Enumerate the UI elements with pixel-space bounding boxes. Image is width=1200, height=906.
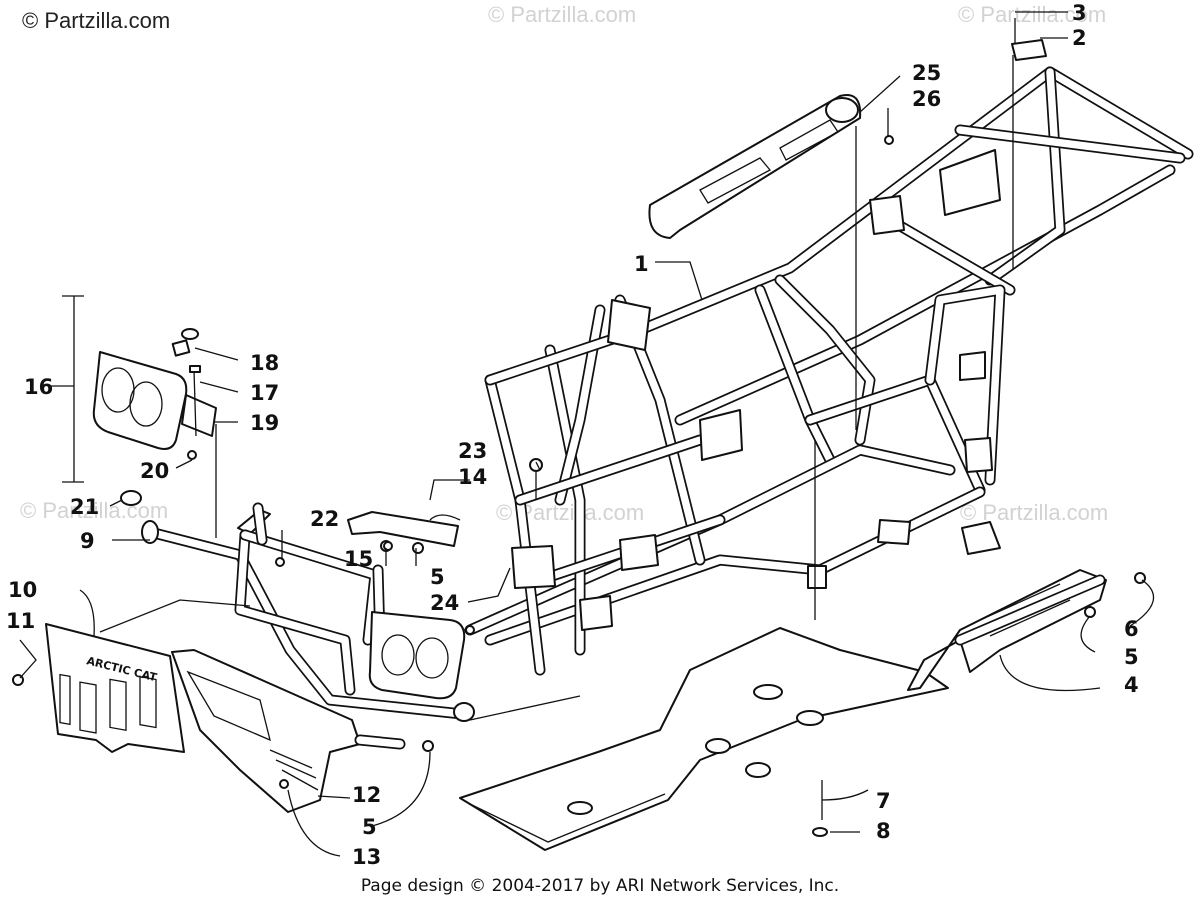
- bolt-17: [189, 365, 201, 437]
- callout-2: 2: [1072, 26, 1087, 50]
- callout-21: 21: [70, 495, 99, 519]
- callout-18: 18: [250, 351, 279, 375]
- center-bracket: [347, 458, 543, 554]
- watermark-faint-right: © Partzilla.com: [960, 500, 1109, 525]
- callout-8: 8: [876, 819, 891, 843]
- clip-8: [812, 827, 828, 837]
- pivot-18: [171, 328, 199, 357]
- top-bracket: [1011, 18, 1047, 61]
- watermark-faint-top: © Partzilla.com: [488, 2, 637, 27]
- callout-15: 15: [344, 547, 373, 571]
- callout-16: 16: [24, 375, 53, 399]
- callout-1: 1: [634, 252, 649, 276]
- callout-4: 4: [1124, 673, 1139, 697]
- callout-23: 23: [458, 439, 487, 463]
- callout-26: 26: [912, 87, 941, 111]
- callout-17: 17: [250, 381, 279, 405]
- leader-lines: [19, 11, 1155, 857]
- front-headlight: [368, 611, 475, 700]
- callout-3: 3: [1072, 1, 1087, 25]
- lower-front-bracket: [171, 649, 406, 813]
- callout-19: 19: [250, 411, 279, 435]
- callout-22: 22: [310, 507, 339, 531]
- callout-5-center: 5: [430, 565, 445, 589]
- footrest: [907, 521, 1146, 691]
- watermark-faint-top-right: © Partzilla.com: [958, 2, 1107, 27]
- callout-5-right: 5: [1124, 645, 1139, 669]
- nut-22: [275, 557, 285, 567]
- page-footer: Page design © 2004-2017 by ARI Network S…: [360, 876, 840, 896]
- headlight-assembly: [92, 351, 217, 450]
- callout-labels: 3 2 25 26 1 16 18 17 19 20 21 9 10 11 22…: [6, 1, 1139, 869]
- watermark-main: © Partzilla.com: [22, 8, 171, 33]
- front-grille: ARCTIC CAT: [45, 623, 185, 753]
- front-bumper: [141, 520, 475, 722]
- callout-6: 6: [1124, 617, 1139, 641]
- watermark-faint-left: © Partzilla.com: [20, 498, 169, 523]
- cap-21: [120, 490, 142, 506]
- bolt-15: [383, 541, 393, 551]
- callout-5-front: 5: [362, 815, 377, 839]
- callout-7: 7: [876, 789, 891, 813]
- bolt-5-front: [422, 740, 434, 752]
- callout-10: 10: [8, 578, 37, 602]
- callout-14: 14: [458, 465, 487, 489]
- callout-25: 25: [912, 61, 941, 85]
- screw-13: [279, 779, 289, 789]
- skid-plate: [459, 627, 949, 851]
- headlight-bracket-22: [234, 502, 386, 696]
- callout-13: 13: [352, 845, 381, 869]
- nut-20: [187, 450, 197, 460]
- callout-9: 9: [80, 529, 95, 553]
- rear-heat-shield: [648, 94, 862, 239]
- callout-12: 12: [352, 783, 381, 807]
- callout-11: 11: [6, 609, 35, 633]
- screw-26: [884, 135, 894, 145]
- callout-24: 24: [430, 591, 459, 615]
- callout-20: 20: [140, 459, 169, 483]
